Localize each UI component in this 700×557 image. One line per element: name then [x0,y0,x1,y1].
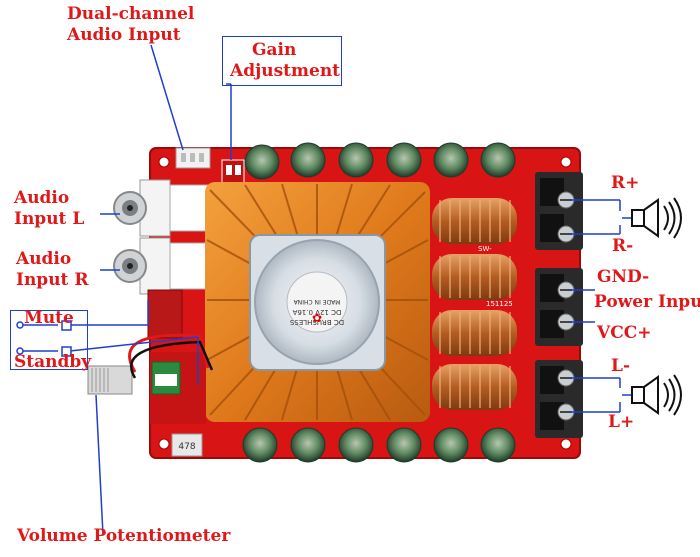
potentiometer-shaft [87,365,133,395]
label-power-input: Power Input [594,292,700,312]
mute-standby-connector [147,289,183,339]
power-terminal [535,268,583,346]
label-standby: Standby [14,352,92,372]
label-l-minus: L- [611,356,631,376]
rca-jack-left [113,179,211,237]
label-mute: Mute [24,308,74,328]
label-r-minus: R- [612,236,634,256]
speaker-icon-left [631,374,682,416]
speaker-terminal-right [535,172,583,250]
speaker-icon-right [631,197,682,239]
label-volume-potentiometer: Volume Potentiometer [17,526,231,546]
label-audio-input-r: Audio Input R [16,249,89,290]
rca-jack-right [113,237,211,295]
standby-switch-icon [16,346,72,357]
label-vcc: VCC+ [597,323,652,343]
label-l-plus: L+ [608,412,635,432]
gain-label-box [222,36,342,86]
mute-switch-icon [16,320,72,331]
fan-label-line-2: DC 12V 0.16A [292,308,341,316]
speaker-terminal-left [535,360,583,438]
label-r-plus: R+ [611,173,640,193]
inductor-code-2: 151125 [486,300,513,308]
label-audio-input-l: Audio Input L [14,188,85,229]
fan-label-line-3: MADE IN CHINA [293,298,341,305]
capacitors-top [244,142,516,180]
leader-lines [69,44,632,536]
label-gain-adjustment: Gain Adjustment [230,40,341,81]
label-dual-channel-audio-input: Dual-channel Audio Input [67,4,195,45]
fan-logo: ✿ [312,311,322,325]
cooling-fan: DC BRUSHLESS DC 12V 0.16A MADE IN CHINA … [249,234,386,371]
inductors: SW- 151125 [432,198,517,410]
label-gnd: GND- [597,267,650,287]
resistor-code: 478 [178,442,195,452]
fan-label-line-1: DC BRUSHLESS [289,318,344,326]
inductor-code-1: SW- [478,245,492,253]
capacitors-bottom [242,427,516,463]
mute-standby-box [10,310,88,370]
